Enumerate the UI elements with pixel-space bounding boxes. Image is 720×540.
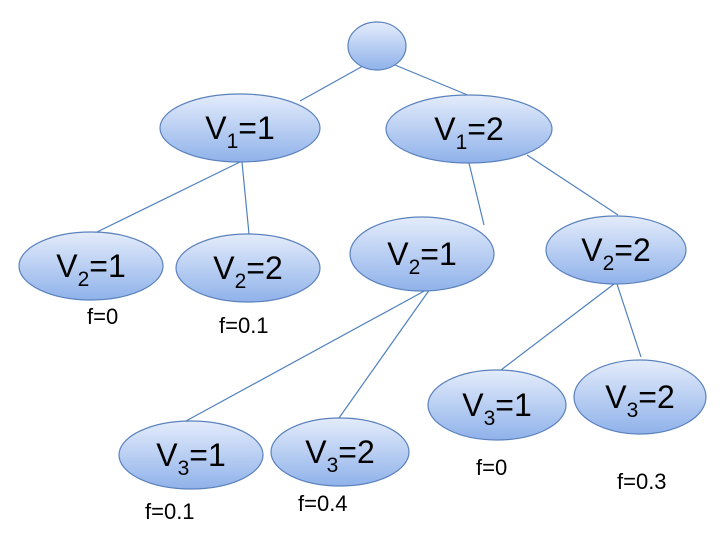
node-value: =1 (495, 387, 531, 423)
node-subscript: 2 (235, 270, 247, 293)
tree-node-c1: V2=1 (349, 216, 495, 292)
node-subscript: 3 (627, 399, 639, 422)
node-variable: V (205, 110, 227, 146)
tree-node-d1: V3=1 (118, 420, 264, 490)
node-variable: V (605, 379, 627, 415)
node-variable: V (434, 111, 456, 147)
node-ellipse (175, 233, 321, 303)
node-subscript: 3 (484, 407, 496, 430)
edge-root-a2 (394, 64, 471, 97)
node-subscript: 1 (227, 130, 239, 153)
node-ellipse (427, 369, 567, 441)
node-value: =1 (238, 110, 274, 146)
node-value: =2 (467, 111, 503, 147)
edge-c1-d2 (338, 288, 431, 419)
tree-node-root (347, 21, 407, 71)
tree-node-b1: V2=1 (18, 231, 164, 301)
node-variable: V (56, 248, 78, 284)
node-subscript: 2 (409, 256, 421, 279)
edge-a2-c2 (526, 154, 619, 216)
node-ellipse (545, 215, 687, 285)
edge-a2-c1 (468, 162, 485, 226)
node-label: V1=1 (205, 110, 275, 153)
node-variable: V (305, 434, 327, 470)
node-variable: V (156, 437, 178, 473)
f-label-d1: f=0.1 (145, 499, 195, 524)
node-ellipse (349, 216, 495, 292)
f-label-b1: f=0 (87, 304, 118, 329)
tree-node-b2: V2=2 (175, 233, 321, 303)
node-value: =2 (638, 379, 674, 415)
tree-node-e1: V3=1 (427, 369, 567, 441)
edge-c2-e1 (500, 283, 615, 371)
tree-node-a2: V1=2 (385, 94, 553, 164)
node-ellipse (385, 94, 553, 164)
node-value: =2 (614, 232, 650, 268)
node-ellipse (573, 359, 707, 435)
f-value-labels: f=0 f=0.1 f=0.1 f=0.4 f=0 f=0.3 (87, 304, 667, 524)
node-ellipse (118, 420, 264, 490)
node-subscript: 3 (327, 454, 339, 477)
node-value: =1 (420, 236, 456, 272)
node-label: V3=2 (605, 379, 675, 422)
node-subscript: 2 (603, 252, 615, 275)
tree-node-e2: V3=2 (573, 359, 707, 435)
node-variable: V (387, 236, 409, 272)
f-label-e1: f=0 (476, 455, 507, 480)
node-ellipse (159, 93, 321, 163)
f-label-e2: f=0.3 (617, 469, 667, 494)
node-label: V3=1 (156, 437, 226, 480)
node-variable: V (581, 232, 603, 268)
node-ellipse (270, 417, 410, 487)
node-label: V2=2 (581, 232, 651, 275)
edge-c1-d1 (185, 288, 429, 422)
node-label: V3=1 (462, 387, 532, 430)
tree-node-c2: V2=2 (545, 215, 687, 285)
node-subscript: 1 (456, 131, 468, 154)
tree-node-d2: V3=2 (270, 417, 410, 487)
edge-a1-b2 (241, 161, 250, 235)
edge-a1-b1 (96, 161, 241, 233)
f-label-d2: f=0.4 (298, 491, 348, 516)
node-label: V2=2 (213, 250, 283, 293)
edge-root-a1 (299, 65, 364, 102)
node-ellipse (18, 231, 164, 301)
node-variable: V (213, 250, 235, 286)
node-subscript: 2 (78, 268, 90, 291)
node-value: =1 (89, 248, 125, 284)
node-label: V2=1 (56, 248, 126, 291)
node-subscript: 3 (178, 457, 190, 480)
node-ellipse (347, 21, 407, 71)
f-label-b2: f=0.1 (219, 313, 269, 338)
node-value: =2 (338, 434, 374, 470)
node-label: V1=2 (434, 111, 504, 154)
node-value: =2 (246, 250, 282, 286)
edges (96, 64, 642, 422)
tree-node-a1: V1=1 (159, 93, 321, 163)
node-value: =1 (189, 437, 225, 473)
edge-c2-e2 (616, 283, 642, 358)
node-label: V3=2 (305, 434, 375, 477)
node-label: V2=1 (387, 236, 457, 279)
node-variable: V (462, 387, 484, 423)
